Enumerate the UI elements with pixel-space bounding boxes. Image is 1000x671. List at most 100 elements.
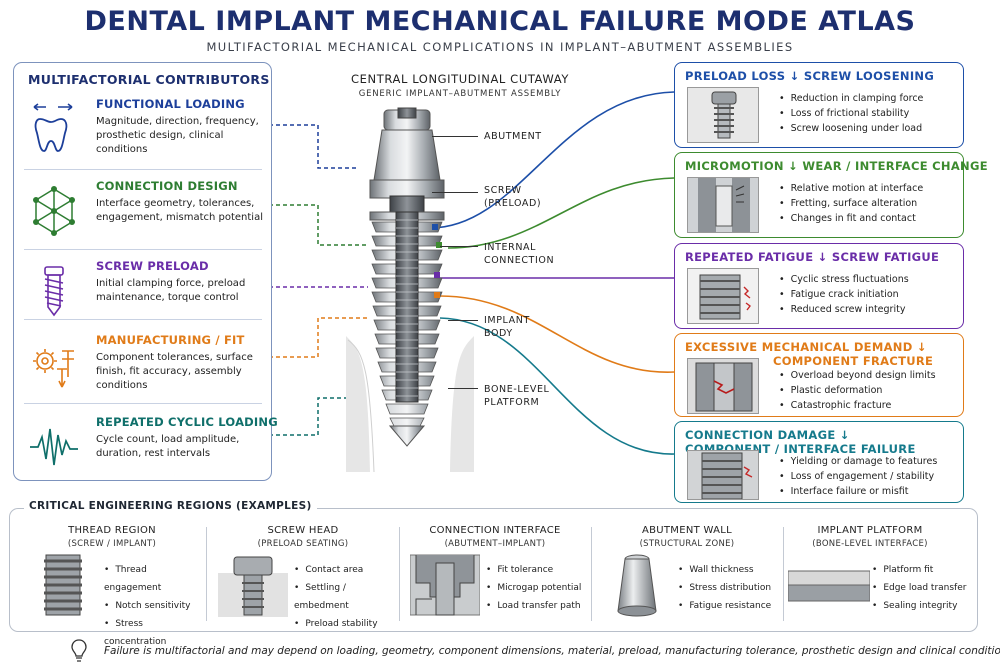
bullet-item: Notch sensitivity — [104, 597, 204, 615]
screw-icon — [44, 266, 64, 317]
screw-loosening-image — [687, 87, 759, 143]
bullet-item: Sealing integrity — [872, 597, 966, 615]
label-abutment-text: ABUTMENT — [484, 131, 542, 142]
connector-fracture — [439, 295, 675, 373]
bullet-item: Yielding or damage to features — [779, 454, 938, 469]
bullet-item: Screw loosening under load — [779, 121, 923, 136]
leader-line — [432, 136, 478, 137]
contributor-desc: Magnitude, direction, frequency, prosthe… — [96, 116, 259, 155]
failure-mode-title: REPEATED FATIGUE ↓ SCREW FATIGUE — [685, 250, 940, 264]
bullet-item: Thread engagement — [104, 561, 204, 597]
tooth-icon — [33, 103, 73, 152]
screw-fatigue-image — [687, 268, 759, 324]
region-screw-head: SCREW HEAD (PRELOAD SEATING) Contact are… — [210, 523, 396, 629]
contributor-title: MANUFACTURING / FIT — [96, 333, 245, 347]
connector-connection — [262, 204, 368, 246]
contributor-connection-design: CONNECTION DESIGN Interface geometry, to… — [14, 179, 271, 245]
bullet-item: Contact area — [294, 561, 396, 579]
implant-cutaway-illustration — [346, 107, 474, 472]
interface-failure-image — [687, 450, 759, 500]
bullet-item: Stress distribution — [678, 579, 771, 597]
failure-mode-bullets: Yielding or damage to features Loss of e… — [779, 454, 938, 499]
contributor-title: CONNECTION DESIGN — [96, 179, 238, 193]
leader-line — [440, 246, 478, 247]
failure-mode-bullets: Cyclic stress fluctuations Fatigue crack… — [779, 272, 909, 317]
bullet-item: Reduction in clamping force — [779, 91, 924, 106]
implant-platform-image — [788, 570, 870, 602]
label-internal-connection: INTERNAL CONNECTION — [484, 242, 555, 266]
label-screw: SCREW (PRELOAD) — [484, 185, 542, 209]
divider — [24, 169, 262, 170]
bullet-item: Cyclic stress fluctuations — [779, 272, 909, 287]
contributor-cyclic-loading: REPEATED CYCLIC LOADING Cycle count, loa… — [14, 415, 278, 481]
region-thread: THREAD REGION (SCREW / IMPLANT) Thread e… — [20, 523, 204, 647]
gear-icon — [33, 349, 74, 388]
bullet-item: Fatigue crack initiation — [779, 287, 909, 302]
label-implant-body: IMPLANT BODY — [484, 315, 530, 339]
screw-head-image — [218, 556, 288, 617]
contributors-heading: MULTIFACTORIAL CONTRIBUTORS — [28, 72, 270, 87]
contributors-panel: MULTIFACTORIAL CONTRIBUTORS FUNCTIONAL L… — [13, 62, 278, 481]
divider — [24, 319, 262, 320]
page-subtitle: MULTIFACTORIAL MECHANICAL COMPLICATIONS … — [206, 40, 794, 54]
bullet-item: Interface failure or misfit — [779, 484, 937, 499]
failure-mode-bullets: Reduction in clamping force Loss of fric… — [779, 91, 924, 136]
region-subtitle: (STRUCTURAL ZONE) — [639, 539, 735, 549]
divider — [399, 527, 400, 621]
bullet-item: Plastic deformation — [779, 383, 936, 398]
contributor-manufacturing-fit: MANUFACTURING / FIT Component tolerances… — [14, 333, 271, 399]
leader-line — [432, 192, 478, 193]
abutment-wall-image — [617, 554, 657, 617]
failure-mode-title: PRELOAD LOSS ↓ SCREW LOOSENING — [685, 69, 935, 83]
bullet-item: Edge load transfer — [872, 579, 966, 597]
bullet-item: Preload stability — [294, 615, 396, 633]
contributor-desc: Cycle count, load amplitude, duration, r… — [96, 434, 240, 459]
connector-loading — [262, 124, 358, 169]
connector-cyclic — [262, 397, 362, 436]
waveform-icon — [30, 428, 78, 466]
region-bullets: Thread engagement Notch sensitivity Stre… — [104, 561, 204, 651]
connector-screw-loosening — [429, 91, 675, 229]
bullet-item: Microgap potential — [486, 579, 581, 597]
contributor-title: REPEATED CYCLIC LOADING — [96, 415, 278, 429]
contributor-desc: Interface geometry, tolerances, engageme… — [96, 198, 263, 223]
failure-mode-interface-failure: CONNECTION DAMAGE ↓ COMPONENT / INTERFAC… — [674, 421, 964, 503]
bullet-item: Loss of frictional stability — [779, 106, 923, 121]
bullet-item: Load transfer path — [486, 597, 581, 615]
failure-mode-title-line2: COMPONENT FRACTURE — [773, 354, 934, 368]
micromotion-image — [687, 177, 759, 233]
bullet-item: Changes in fit and contact — [779, 211, 923, 226]
failure-mode-screw-fatigue: REPEATED FATIGUE ↓ SCREW FATIGUE Cyclic … — [674, 243, 964, 329]
leader-line — [448, 320, 478, 321]
failure-mode-title: EXCESSIVE MECHANICAL DEMAND ↓ — [685, 340, 927, 354]
page-title: DENTAL IMPLANT MECHANICAL FAILURE MODE A… — [84, 6, 916, 37]
bullet-item: Platform fit — [872, 561, 966, 579]
lightbulb-icon — [71, 639, 87, 662]
divider — [24, 249, 262, 250]
region-title: CONNECTION INTERFACE — [429, 525, 561, 536]
failure-mode-bullets: Overload beyond design limits Plastic de… — [779, 368, 936, 413]
region-subtitle: (BONE-LEVEL INTERFACE) — [812, 539, 928, 549]
bullet-item: Wall thickness — [678, 561, 771, 579]
thread-region-image — [44, 554, 82, 616]
leader-line — [448, 388, 478, 389]
failure-mode-micromotion: MICROMOTION ↓ WEAR / INTERFACE CHANGE Re… — [674, 152, 988, 238]
contributor-desc: Component tolerances, surface finish, fi… — [96, 352, 253, 391]
bullet-item: Fit tolerance — [486, 561, 581, 579]
failure-mode-screw-loosening: PRELOAD LOSS ↓ SCREW LOOSENING Reduction… — [674, 62, 964, 148]
divider — [206, 527, 207, 621]
region-implant-platform: IMPLANT PLATFORM (BONE-LEVEL INTERFACE) … — [772, 523, 968, 623]
connector-manufacturing — [262, 317, 370, 358]
failure-mode-component-fracture: EXCESSIVE MECHANICAL DEMAND ↓ COMPONENT … — [674, 333, 964, 417]
region-title: SCREW HEAD — [267, 525, 339, 536]
component-fracture-image — [687, 358, 759, 414]
regions-heading: CRITICAL ENGINEERING REGIONS (EXAMPLES) — [24, 500, 317, 512]
failure-mode-title: MICROMOTION ↓ WEAR / INTERFACE CHANGE — [685, 159, 988, 173]
region-subtitle: (ABUTMENT–IMPLANT) — [444, 539, 546, 549]
bullet-item: Loss of engagement / stability — [779, 469, 937, 484]
failure-mode-bullets: Relative motion at interface Fretting, s… — [779, 181, 924, 226]
bullet-item: Stress concentration — [104, 615, 204, 651]
region-subtitle: (PRELOAD SEATING) — [257, 539, 349, 549]
bullet-item: Catastrophic fracture — [779, 398, 936, 413]
regions-panel — [9, 508, 978, 632]
